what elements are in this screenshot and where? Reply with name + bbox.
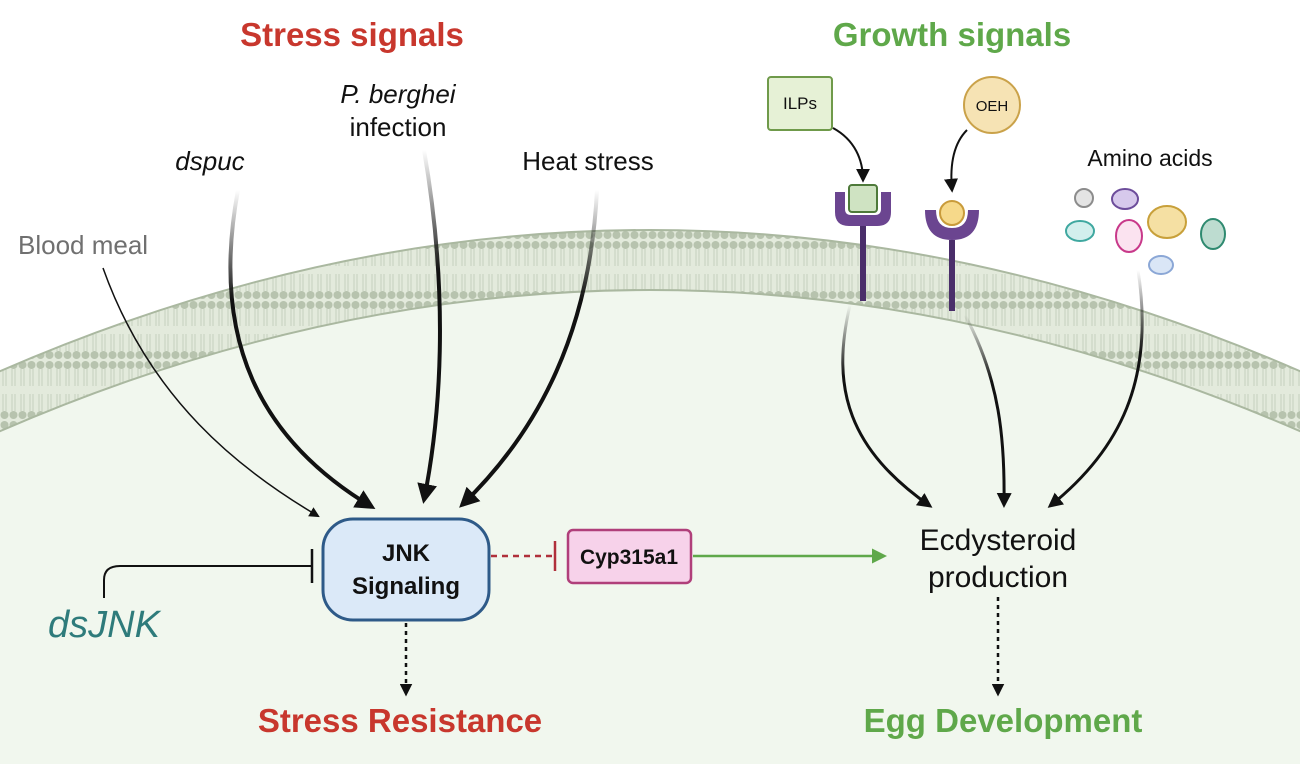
dsjnk-label: dsJNK <box>48 604 162 646</box>
oeh-receptor-icon <box>925 200 979 311</box>
egg-development-label: Egg Development <box>864 702 1143 739</box>
oeh-binding-arrow <box>944 129 968 193</box>
amino-acids-ecdysteroid-arrow <box>1047 269 1144 508</box>
amino-acid-molecules <box>1065 188 1226 275</box>
blood-meal-arrow <box>102 267 320 518</box>
p-berghei-label: P. berghei <box>340 79 456 109</box>
stress-resistance-label: Stress Resistance <box>258 702 542 739</box>
amino-acids-label: Amino acids <box>1087 145 1212 171</box>
ecdysteroid-label-line2: production <box>928 561 1068 594</box>
oeh-label: OEH <box>976 98 1009 115</box>
ecdysteroid-label-line1: Ecdysteroid <box>920 524 1077 557</box>
stress-signals-heading: Stress signals <box>240 16 464 53</box>
heat-stress-arrow <box>459 189 599 508</box>
dspuc-label: dspuc <box>175 146 244 176</box>
dsjnk-inhibition-line <box>103 565 312 598</box>
ilps-ecdysteroid-arrow <box>841 304 933 508</box>
cyp315a1-label: Cyp315a1 <box>580 546 678 569</box>
jnk-label-line2: Signaling <box>352 573 460 600</box>
ilps-ligand: ILPs <box>767 76 833 131</box>
cyp315a1-node: Cyp315a1 <box>566 528 693 585</box>
heat-stress-label: Heat stress <box>522 146 654 176</box>
insulin-receptor-icon <box>835 184 891 301</box>
jnk-label-line1: JNK <box>382 540 431 567</box>
dspuc-arrow <box>228 189 376 510</box>
oeh-ecdysteroid-arrow <box>963 314 1012 508</box>
p-berghei-arrow <box>417 149 442 504</box>
infection-label: infection <box>350 112 447 142</box>
ilps-label: ILPs <box>783 94 817 113</box>
growth-signals-heading: Growth signals <box>833 16 1071 53</box>
jnk-signaling-node: JNK Signaling <box>321 517 491 622</box>
blood-meal-label: Blood meal <box>18 230 148 260</box>
oeh-ligand: OEH <box>963 76 1021 134</box>
cell-interior <box>0 260 1300 764</box>
ilps-binding-arrow <box>832 127 870 183</box>
